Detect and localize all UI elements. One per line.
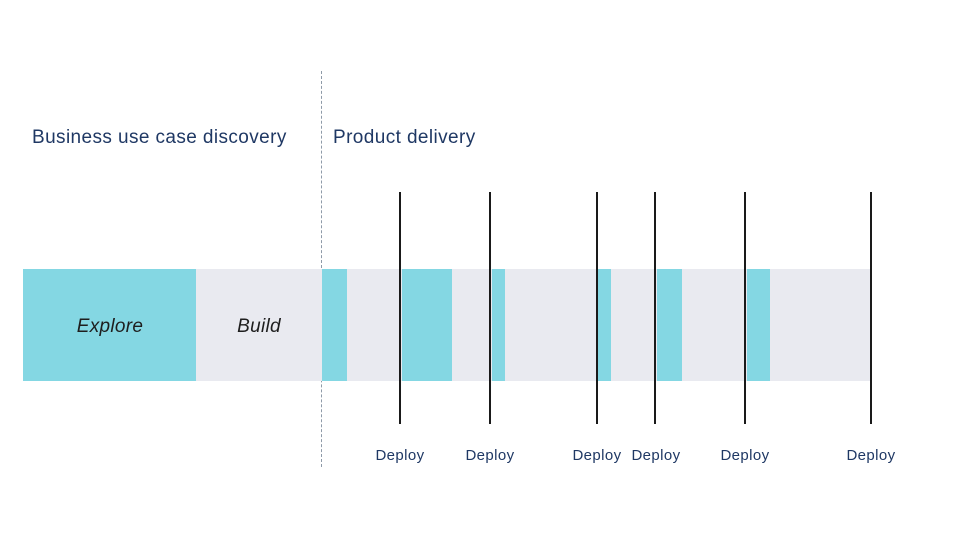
- deploy-marker-line-3: [596, 192, 598, 424]
- deploy-label-5: Deploy: [720, 447, 770, 464]
- build-segment-label: Build: [237, 316, 281, 337]
- phase-label-product-delivery: Product delivery: [333, 127, 476, 148]
- deploy-label-2: Deploy: [465, 447, 515, 464]
- deploy-label-4: Deploy: [631, 447, 681, 464]
- sprint-block-1: [322, 269, 347, 381]
- sprint-block-6: [747, 269, 770, 381]
- deploy-label-3: Deploy: [572, 447, 622, 464]
- sprint-block-3: [492, 269, 505, 381]
- deploy-marker-line-1: [399, 192, 401, 424]
- sprint-block-5: [657, 269, 682, 381]
- deploy-marker-line-6: [870, 192, 872, 424]
- deploy-label-1: Deploy: [375, 447, 425, 464]
- deploy-label-6: Deploy: [846, 447, 896, 464]
- deploy-marker-line-2: [489, 192, 491, 424]
- deploy-marker-line-5: [744, 192, 746, 424]
- sprint-block-4: [598, 269, 611, 381]
- sprint-block-2: [402, 269, 452, 381]
- phase-label-business-discovery: Business use case discovery: [32, 127, 287, 148]
- deploy-marker-line-4: [654, 192, 656, 424]
- explore-segment-label: Explore: [76, 316, 144, 337]
- explore-segment-block: [23, 269, 196, 381]
